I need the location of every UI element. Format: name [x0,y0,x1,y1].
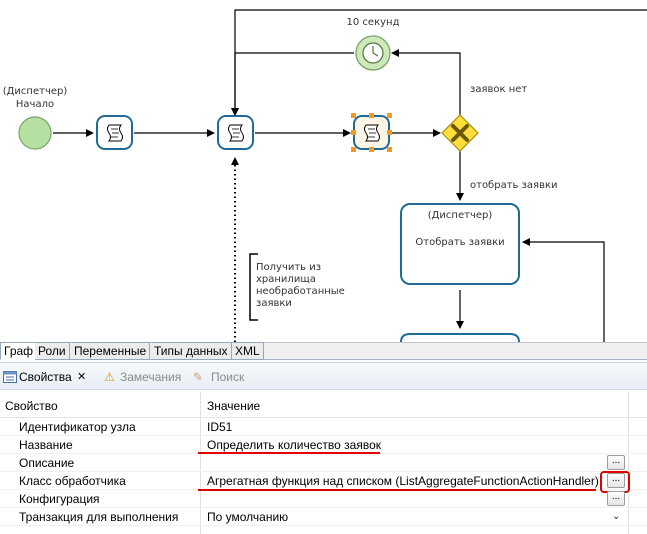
next-task-partial[interactable] [400,333,520,342]
ellipsis-button[interactable]: ... [607,491,625,506]
property-row-description[interactable]: Описание ... [0,454,647,472]
flow-loop-back-to-dispatcher-task[interactable] [522,238,605,342]
property-row-configuration[interactable]: Конфигурация ... [0,490,647,508]
property-value[interactable]: Агрегатная функция над списком (ListAggr… [207,474,599,488]
tab-data-types[interactable]: Типы данных [151,342,232,360]
properties-table: Свойство Значение Идентификатор узла ID5… [0,392,647,534]
ellipsis-button[interactable]: ... [607,455,625,470]
property-name: Идентификатор узла [19,420,136,434]
property-row-handler-class[interactable]: Класс обработчика Агрегатная функция над… [0,472,647,490]
annotation-bracket [249,253,258,321]
flow-timer-to-task2[interactable] [231,52,354,116]
search-icon: ✎ [193,370,204,384]
property-value[interactable]: ID51 [207,420,233,434]
flow-gateway-to-timer[interactable] [391,49,461,116]
diagram-svg [18,9,647,342]
property-name: Название [19,438,73,452]
tab-xml[interactable]: XML [232,342,264,360]
clock-icon [362,42,384,64]
dispatcher-task-name: Отобрать заявки [415,237,505,248]
property-value[interactable]: Определить количество заявок [207,438,381,452]
column-header-value[interactable]: Значение [207,399,261,413]
selection-handles[interactable] [351,113,392,152]
ellipsis-button[interactable]: ... [607,473,625,488]
view-tab-search[interactable]: Поиск [211,370,245,384]
property-name: Класс обработчика [19,474,126,488]
x-icon [451,124,469,142]
script-icon [107,124,123,142]
chevron-down-icon[interactable]: ⌄ [612,511,621,522]
property-value[interactable]: По умолчанию [207,510,289,524]
property-name: Конфигурация [19,492,100,506]
script-icon [364,124,380,142]
start-event[interactable] [18,116,52,150]
view-tab-remarks[interactable]: Замечания [120,370,182,384]
dispatcher-task[interactable] [400,203,520,285]
property-row-node-id[interactable]: Идентификатор узла ID51 [0,418,647,436]
property-row-transaction[interactable]: Транзакция для выполнения По умолчанию ⌄ [0,508,647,526]
warning-icon: ⚠ [104,370,115,384]
view-header: Свойства ✕ ⚠ Замечания ✎ Поиск [0,362,647,390]
close-icon[interactable]: ✕ [77,371,87,383]
column-divider [628,392,629,534]
property-name: Описание [19,456,75,470]
column-divider [200,392,201,534]
highlight-underline [198,452,380,454]
view-tab-properties[interactable]: Свойства [19,370,72,384]
annotation-text: Получить из хранилища необработанные зая… [256,262,345,309]
timer-label: 10 секунд [346,17,400,28]
editor-tabs-bar: Граф Роли Переменные Типы данных XML [0,342,647,360]
tab-roles[interactable]: Роли [35,342,70,360]
properties-header: Свойство Значение [0,392,647,418]
start-label: Начало [15,99,55,110]
select-requests-label: отобрать заявки [470,180,558,191]
script-icon [228,124,244,142]
dispatcher-task-role: (Диспетчер) [427,210,493,221]
property-name: Транзакция для выполнения [19,510,179,524]
flow-top-loop[interactable] [231,9,647,116]
properties-icon [3,371,17,383]
tab-graph[interactable]: Граф [0,342,38,360]
diagram-canvas[interactable]: (Диспетчер) Начало 10 секунд заявок нет … [0,0,647,342]
start-role-label: (Диспетчер) [2,86,68,97]
column-header-property[interactable]: Свойство [5,399,58,413]
highlight-underline [198,489,596,491]
tab-variables[interactable]: Переменные [71,342,151,360]
no-requests-label: заявок нет [470,84,528,95]
